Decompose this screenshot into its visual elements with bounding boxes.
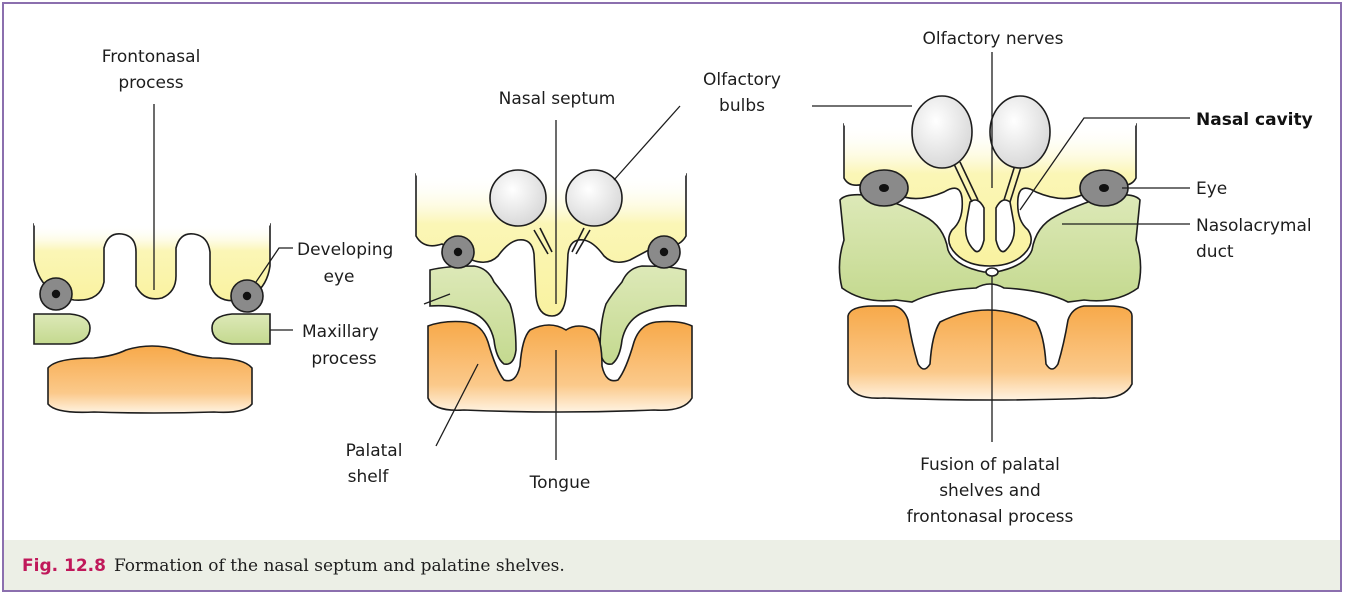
label-maxillary-line2: process — [311, 349, 376, 369]
figure-caption-text: Formation of the nasal septum and palati… — [114, 556, 565, 576]
developing-eye-right — [231, 280, 263, 312]
label-frontonasal-line2: process — [118, 73, 183, 93]
label-fusion-line2: shelves and — [939, 481, 1041, 501]
label-developing-eye-line2: eye — [324, 267, 355, 287]
eye-left — [860, 170, 908, 206]
label-fusion-line3: frontonasal process — [907, 507, 1074, 527]
mandible-tongue-shape — [428, 322, 692, 413]
panel-early-stage: Frontonasal process Developing eye Maxil… — [34, 47, 393, 413]
figure-caption: Fig. 12.8 Formation of the nasal septum a… — [4, 540, 1342, 592]
olfactory-bulb-fused-right — [990, 96, 1050, 168]
developing-eye-left — [40, 278, 72, 310]
label-nasal-septum: Nasal septum — [499, 89, 616, 109]
label-fusion-line1: Fusion of palatal — [920, 455, 1060, 475]
label-nasal-cavity: Nasal cavity — [1196, 110, 1313, 130]
label-palatal-line2: shelf — [348, 467, 390, 487]
label-olfactory-nerves: Olfactory nerves — [923, 29, 1064, 49]
nasal-septum-diagram: Frontonasal process Developing eye Maxil… — [4, 4, 1342, 544]
label-developing-eye-line1: Developing — [297, 240, 393, 260]
olfactory-bulb-right — [566, 170, 622, 226]
olfactory-bulb-left — [490, 170, 546, 226]
label-palatal-line1: Palatal — [346, 441, 403, 461]
mandible-shape — [48, 346, 252, 413]
label-tongue: Tongue — [529, 473, 591, 493]
olfactory-bulb-fused-left — [912, 96, 972, 168]
panel-fused-stage: Olfactory nerves Nasal cavity Eye Nasola… — [812, 29, 1313, 527]
label-maxillary-line1: Maxillary — [302, 322, 379, 342]
mandible-fused-shape — [848, 306, 1132, 400]
developing-eye-mid-left — [442, 236, 474, 268]
developing-eye-mid-right — [648, 236, 680, 268]
figure-number: Fig. 12.8 — [22, 556, 106, 576]
eye-right — [1080, 170, 1128, 206]
label-frontonasal-line1: Frontonasal — [102, 47, 201, 67]
label-olfactory-bulbs-line2: bulbs — [719, 96, 765, 116]
label-olfactory-bulbs-line1: Olfactory — [703, 70, 781, 90]
maxillary-process-right — [212, 314, 270, 344]
label-nasolacrymal-line1: Nasolacrymal — [1196, 216, 1312, 236]
label-nasolacrymal-line2: duct — [1196, 242, 1234, 262]
panel-middle-stage: Nasal septum Olfactory bulbs Palatal she… — [346, 70, 781, 493]
maxillary-process-left — [34, 314, 90, 344]
leader-olfactory-bulbs — [614, 106, 680, 180]
label-eye: Eye — [1196, 179, 1227, 199]
